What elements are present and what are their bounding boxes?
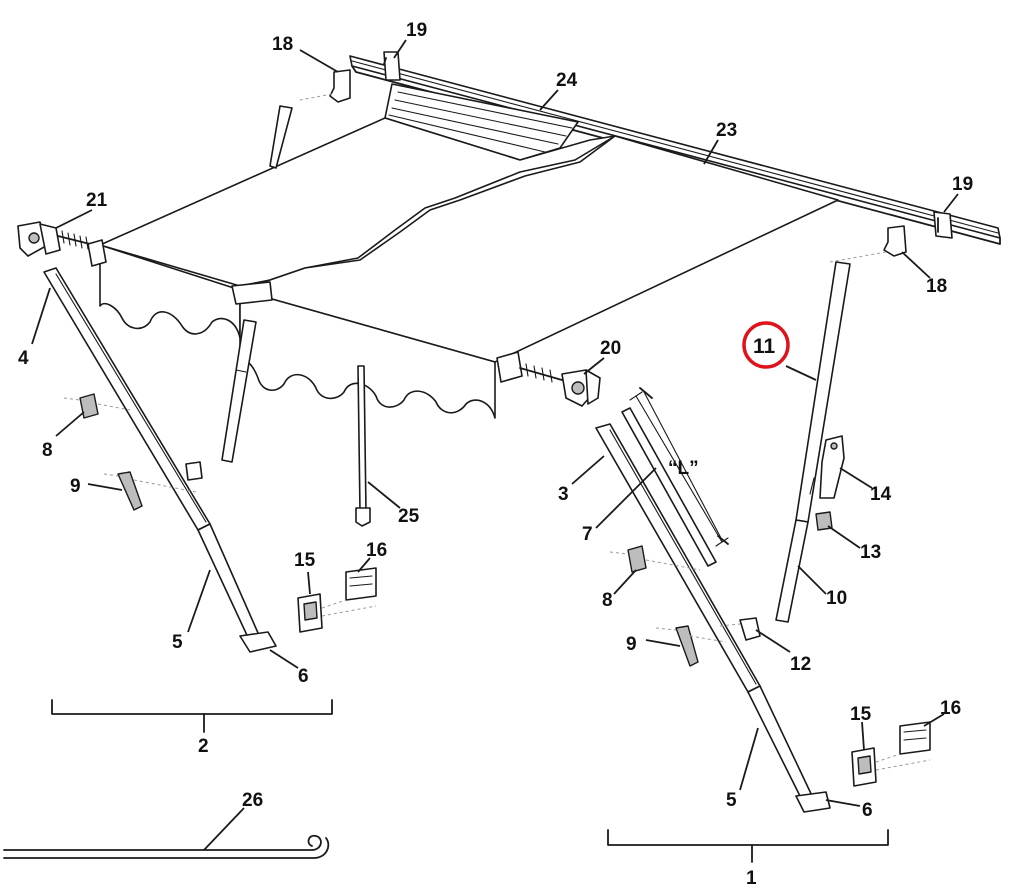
label-8-right: 8 [602,590,613,611]
label-4: 4 [18,348,29,369]
end-cap-left [17,221,61,257]
main-arm-left [43,267,277,653]
clip-left [185,461,203,481]
label-15-left: 15 [294,550,316,571]
knob-8-left [63,393,131,419]
lever-9-right [655,625,727,667]
center-support-pole [355,365,371,527]
label-16-left: 16 [366,540,387,561]
label-dimension-L: “L” [668,458,699,479]
label-15-right: 15 [850,704,872,725]
mount-bracket-16-left [321,567,377,617]
rail-end-bracket-right [933,211,953,239]
pull-rod [3,834,330,859]
label-24: 24 [556,70,578,91]
label-16-right: 16 [940,698,961,719]
end-cap-right [561,369,601,407]
roller-spring-left [57,230,107,267]
label-18-top: 18 [272,34,293,55]
top-bracket-right [829,225,907,263]
label-21: 21 [86,190,108,211]
label-6-left: 6 [298,666,309,687]
part-labels: 18 19 24 23 19 18 21 4 8 9 5 6 15 16 2 2… [18,20,973,889]
highlight-circle [742,321,790,369]
label-2: 2 [198,736,209,757]
clip-right [719,617,761,641]
roller-spring-right [496,351,563,383]
label-9-left: 9 [70,476,81,497]
label-8-left: 8 [42,440,53,461]
label-14: 14 [870,484,892,505]
rafter-arm-left-lower [221,319,257,463]
label-19-top: 19 [406,20,427,41]
label-12: 12 [790,654,811,675]
label-6-right: 6 [862,800,873,821]
label-10: 10 [826,588,847,609]
bracket-14 [819,435,845,499]
label-5-right: 5 [726,790,737,811]
label-1: 1 [746,868,757,889]
assembly-bracket-1 [607,829,889,863]
rail-end-bracket-left [383,51,401,81]
label-7: 7 [582,524,593,545]
label-19-right: 19 [952,174,973,195]
label-9-right: 9 [626,634,637,655]
rafter-arm-right [775,261,851,623]
awning-fabric [99,117,839,419]
mount-bracket-15-left [297,593,323,633]
label-18-right: 18 [926,276,947,297]
dimension-arrow [639,387,729,545]
label-23: 23 [716,120,737,141]
leader-lines [31,39,959,851]
mount-bracket-16-right [875,721,931,771]
label-25: 25 [398,506,420,527]
main-arm-right [595,423,831,813]
mount-bracket-15-right [851,747,877,787]
top-bracket-left [299,69,351,103]
label-26: 26 [242,790,263,811]
label-11: 11 [753,335,776,358]
tension-strap [621,391,729,567]
label-5-left: 5 [172,632,183,653]
label-3: 3 [558,484,569,505]
knob-8-right [609,545,701,573]
label-13: 13 [860,542,881,563]
rafter-arm-left-back [269,105,293,169]
assembly-bracket-2 [51,699,333,733]
label-20: 20 [600,338,621,359]
lever-9-left [103,471,197,511]
